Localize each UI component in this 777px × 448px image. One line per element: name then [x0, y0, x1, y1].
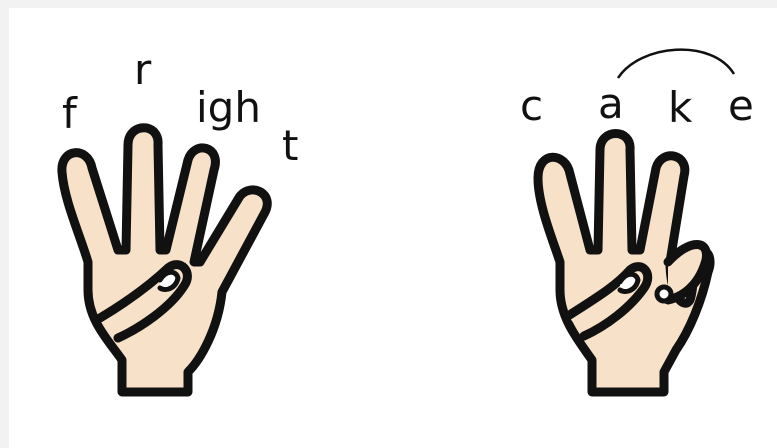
letter-c: c — [520, 81, 543, 130]
letter-t: t — [282, 121, 298, 170]
letter-e: e — [728, 81, 754, 130]
letter-a: a — [598, 79, 624, 128]
left-hand-icon — [62, 128, 267, 392]
right-hand-icon — [538, 134, 710, 393]
letter-igh: igh — [196, 83, 261, 132]
right-hand-letters: c a k e — [520, 79, 754, 132]
letter-k: k — [668, 83, 693, 132]
letter-r: r — [134, 45, 152, 94]
left-hand-letters: f r igh t — [62, 45, 298, 170]
letter-f: f — [62, 89, 78, 138]
split-digraph-arc — [618, 50, 734, 78]
